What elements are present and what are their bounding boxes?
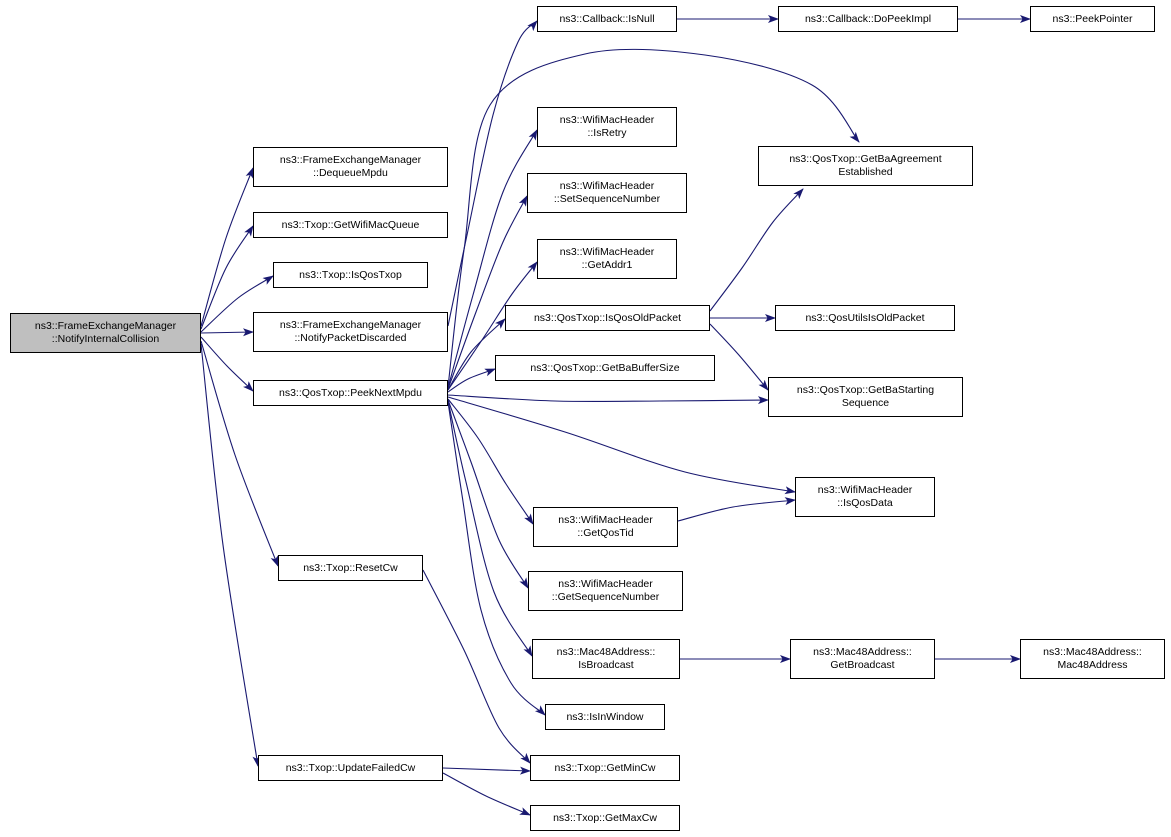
node-label: ns3::QosTxop::GetBaAgreement bbox=[789, 153, 942, 165]
edge-peek-next-mpdu--get-addr1 bbox=[447, 261, 538, 391]
node-notify-internal-collision: ns3::FrameExchangeManager::NotifyInterna… bbox=[10, 313, 201, 353]
edge-peek-next-mpdu--get-sequence-number bbox=[447, 399, 529, 589]
node-label: ns3::QosTxop::GetBaBufferSize bbox=[530, 361, 680, 374]
edge-peek-next-mpdu--is-broadcast bbox=[447, 400, 533, 657]
edge-notify-internal-collision--get-wifi-mac-queue bbox=[200, 225, 254, 330]
edge-notify-internal-collision--dequeue-mpdu bbox=[200, 167, 254, 327]
node-label: ::GetAddr1 bbox=[581, 259, 633, 271]
node-label: ::DequeueMpdu bbox=[313, 167, 388, 179]
node-is-broadcast[interactable]: ns3::Mac48Address::IsBroadcast bbox=[532, 639, 680, 679]
node-get-addr1[interactable]: ns3::WifiMacHeader::GetAddr1 bbox=[537, 239, 677, 279]
node-label: ns3::Txop::GetMinCw bbox=[554, 761, 656, 774]
edge-peek-next-mpdu--get-ba-agreement-established bbox=[447, 48, 860, 388]
node-label: ::IsRetry bbox=[587, 127, 627, 139]
node-get-min-cw[interactable]: ns3::Txop::GetMinCw bbox=[530, 755, 680, 781]
node-label: Established bbox=[838, 166, 893, 178]
edge-notify-internal-collision--notify-packet-discarded bbox=[200, 328, 254, 337]
node-label: ns3::FrameExchangeManager bbox=[34, 320, 177, 332]
node-label: ns3::Callback::IsNull bbox=[559, 12, 655, 25]
edge-is-qos-old-packet--get-ba-agreement-established bbox=[709, 188, 804, 312]
node-label: Sequence bbox=[841, 397, 890, 409]
node-label: ns3::IsInWindow bbox=[566, 710, 644, 723]
node-peek-pointer[interactable]: ns3::PeekPointer bbox=[1030, 6, 1155, 32]
node-notify-packet-discarded[interactable]: ns3::FrameExchangeManager::NotifyPacketD… bbox=[253, 312, 448, 352]
edge-peek-next-mpdu--is-in-window bbox=[447, 401, 546, 716]
node-label: ::SetSequenceNumber bbox=[553, 193, 661, 205]
node-label: ns3::QosTxop::GetBaStarting bbox=[796, 384, 935, 396]
node-get-ba-buffer-size[interactable]: ns3::QosTxop::GetBaBufferSize bbox=[495, 355, 715, 381]
edge-update-failed-cw--get-min-cw bbox=[442, 766, 531, 775]
node-label: ns3::Mac48Address:: bbox=[813, 646, 912, 658]
node-label: ns3::WifiMacHeader bbox=[558, 578, 653, 590]
node-label: ns3::QosUtilsIsOldPacket bbox=[805, 311, 925, 324]
node-label: ns3::Txop::ResetCw bbox=[303, 561, 398, 574]
node-label: ns3::Txop::GetMaxCw bbox=[553, 811, 657, 824]
node-set-sequence-number[interactable]: ns3::WifiMacHeader::SetSequenceNumber bbox=[527, 173, 687, 213]
node-is-in-window[interactable]: ns3::IsInWindow bbox=[545, 704, 665, 730]
edge-peek-next-mpdu--get-ba-starting-sequence bbox=[447, 394, 769, 405]
edge-notify-internal-collision--is-qos-txop bbox=[200, 275, 274, 333]
node-callback-is-null[interactable]: ns3::Callback::IsNull bbox=[537, 6, 677, 32]
node-label: Mac48Address bbox=[1057, 659, 1128, 671]
node-get-sequence-number[interactable]: ns3::WifiMacHeader::GetSequenceNumber bbox=[528, 571, 683, 611]
node-label: ns3::Txop::GetWifiMacQueue bbox=[281, 218, 420, 231]
node-reset-cw[interactable]: ns3::Txop::ResetCw bbox=[278, 555, 423, 581]
node-do-peek-impl[interactable]: ns3::Callback::DoPeekImpl bbox=[778, 6, 958, 32]
node-label: ::GetQosTid bbox=[577, 527, 634, 539]
node-get-max-cw[interactable]: ns3::Txop::GetMaxCw bbox=[530, 805, 680, 831]
edge-notify-packet-discarded--callback-is-null bbox=[447, 20, 538, 327]
node-label: ns3::WifiMacHeader bbox=[817, 484, 913, 496]
node-is-qos-txop[interactable]: ns3::Txop::IsQosTxop bbox=[273, 262, 428, 288]
node-label: ns3::WifiMacHeader bbox=[559, 180, 655, 192]
node-mac48address-ctor[interactable]: ns3::Mac48Address::Mac48Address bbox=[1020, 639, 1165, 679]
node-label: ::GetSequenceNumber bbox=[551, 591, 660, 603]
edge-notify-internal-collision--update-failed-cw bbox=[200, 343, 261, 767]
node-label: ns3::FrameExchangeManager bbox=[279, 319, 422, 331]
edge-peek-next-mpdu--get-qos-tid bbox=[447, 398, 534, 525]
node-label: ::IsQosData bbox=[837, 497, 893, 509]
node-label: GetBroadcast bbox=[830, 659, 895, 671]
node-qos-utils-is-old-packet[interactable]: ns3::QosUtilsIsOldPacket bbox=[775, 305, 955, 331]
node-label: ns3::Txop::UpdateFailedCw bbox=[285, 761, 416, 774]
node-get-qos-tid[interactable]: ns3::WifiMacHeader::GetQosTid bbox=[533, 507, 678, 547]
node-label: ns3::WifiMacHeader bbox=[559, 114, 655, 126]
edge-peek-next-mpdu--is-qos-data bbox=[447, 396, 796, 495]
node-get-wifi-mac-queue[interactable]: ns3::Txop::GetWifiMacQueue bbox=[253, 212, 448, 238]
node-dequeue-mpdu[interactable]: ns3::FrameExchangeManager::DequeueMpdu bbox=[253, 147, 448, 187]
edge-notify-internal-collision--peek-next-mpdu bbox=[200, 336, 254, 392]
edge-get-qos-tid--is-qos-data bbox=[677, 497, 796, 522]
node-label: ns3::QosTxop::IsQosOldPacket bbox=[533, 311, 682, 324]
edge-notify-internal-collision--reset-cw bbox=[200, 340, 279, 567]
node-label: ::NotifyInternalCollision bbox=[51, 333, 160, 345]
node-label: ns3::PeekPointer bbox=[1052, 12, 1133, 25]
node-label: ::NotifyPacketDiscarded bbox=[294, 332, 407, 344]
edge-update-failed-cw--get-max-cw bbox=[442, 772, 531, 816]
edge-is-qos-old-packet--get-ba-starting-sequence bbox=[709, 323, 769, 391]
node-label: ns3::Mac48Address:: bbox=[1043, 646, 1142, 658]
node-label: IsBroadcast bbox=[578, 659, 634, 671]
node-is-qos-data[interactable]: ns3::WifiMacHeader::IsQosData bbox=[795, 477, 935, 517]
edge-reset-cw--get-min-cw bbox=[422, 569, 531, 764]
node-label: ns3::WifiMacHeader bbox=[558, 514, 653, 526]
edge-peek-next-mpdu--get-ba-buffer-size bbox=[447, 368, 496, 393]
node-label: ns3::FrameExchangeManager bbox=[279, 154, 422, 166]
node-label: ns3::QosTxop::PeekNextMpdu bbox=[279, 386, 422, 399]
edge-peek-next-mpdu--is-retry bbox=[447, 129, 538, 389]
node-update-failed-cw[interactable]: ns3::Txop::UpdateFailedCw bbox=[258, 755, 443, 781]
node-label: ns3::Callback::DoPeekImpl bbox=[804, 12, 932, 25]
edge-peek-next-mpdu--is-qos-old-packet bbox=[447, 318, 506, 391]
node-label: ns3::Txop::IsQosTxop bbox=[299, 268, 402, 281]
node-peek-next-mpdu[interactable]: ns3::QosTxop::PeekNextMpdu bbox=[253, 380, 448, 406]
node-is-qos-old-packet[interactable]: ns3::QosTxop::IsQosOldPacket bbox=[505, 305, 710, 331]
node-get-broadcast[interactable]: ns3::Mac48Address::GetBroadcast bbox=[790, 639, 935, 679]
node-label: ns3::WifiMacHeader bbox=[559, 246, 655, 258]
edge-peek-next-mpdu--set-sequence-number bbox=[447, 195, 528, 390]
node-is-retry[interactable]: ns3::WifiMacHeader::IsRetry bbox=[537, 107, 677, 147]
node-label: ns3::Mac48Address:: bbox=[556, 646, 656, 658]
